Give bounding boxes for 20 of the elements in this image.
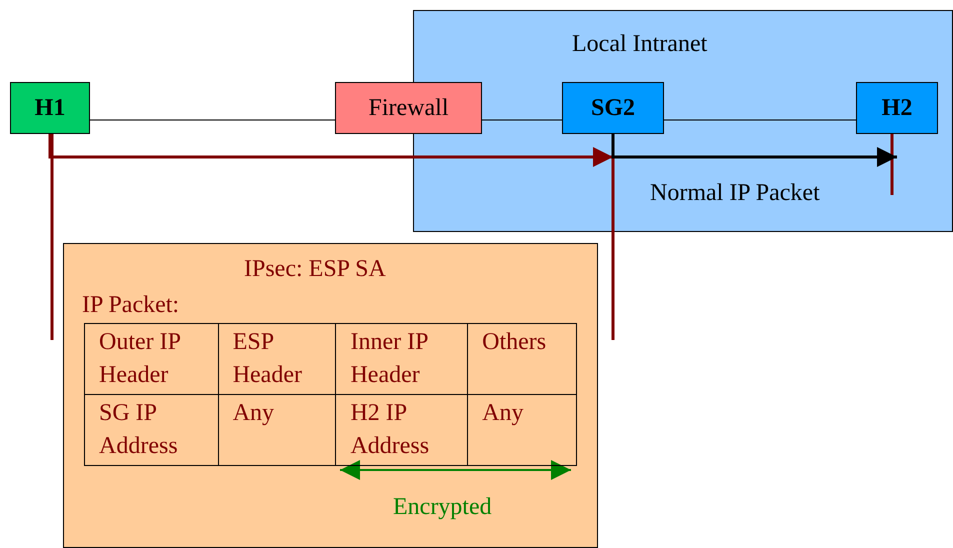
table-cell: Any	[468, 394, 576, 466]
host-box: H2	[856, 82, 938, 134]
region-title: Local Intranet	[572, 31, 708, 58]
edge-label: Normal IP Packet	[650, 180, 820, 207]
arrow	[612, 134, 897, 167]
host-box: H1	[10, 82, 90, 134]
table-cell: Others	[468, 324, 576, 394]
table-cell: Inner IP Header	[336, 324, 468, 394]
gateway-box: SG2	[562, 82, 664, 134]
arrow	[48, 134, 613, 167]
encrypted-note: Encrypted	[393, 494, 492, 521]
table-cell: Outer IP Header	[84, 324, 218, 394]
packet-caption: IP Packet:	[82, 292, 180, 319]
table-cell: SG IP Address	[84, 394, 218, 466]
table-cell: Any	[218, 394, 336, 466]
firewall-box: Firewall	[335, 82, 482, 134]
table-cell: H2 IP Address	[336, 394, 468, 466]
sa-panel	[63, 243, 598, 548]
table-cell: ESP Header	[218, 324, 336, 394]
panel-title: IPsec: ESP SA	[244, 256, 386, 283]
